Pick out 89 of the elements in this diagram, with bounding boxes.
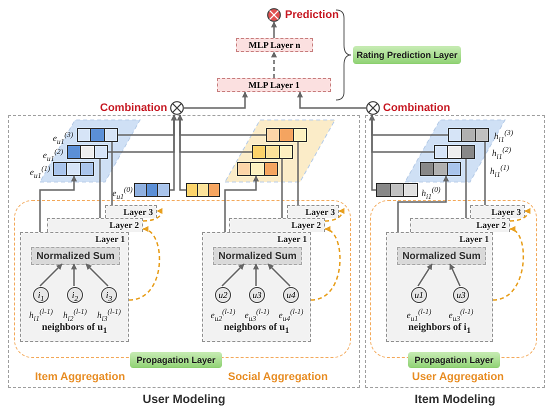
embedding-bar — [266, 128, 307, 142]
arrow — [224, 175, 259, 232]
embedding-bar — [67, 145, 108, 159]
arrow — [71, 263, 77, 286]
layer-label: Layer 1 — [277, 234, 307, 245]
layer-tag: Propagation Layer — [408, 352, 500, 368]
section-label: Item Aggregation — [35, 371, 126, 383]
layer-label: Layer 2 — [476, 220, 506, 231]
layer-card — [105, 205, 157, 218]
layer-card — [229, 218, 325, 232]
embedding-bar — [134, 183, 170, 197]
embedding-bar — [77, 128, 118, 142]
mlp-layer-box: MLP Layer 1 — [217, 78, 331, 92]
arrow — [221, 263, 245, 287]
arrow — [271, 51, 277, 78]
neighbor-node: i$_{1}$ — [33, 287, 49, 303]
arrow — [128, 227, 160, 301]
mlp-layer-box: MLP Layer n — [236, 38, 313, 52]
connector-line — [99, 159, 101, 218]
arrow — [310, 228, 341, 301]
sum-box: Normalized Sum — [213, 247, 302, 265]
neighbor-node: u3 — [249, 287, 265, 303]
step-label: Combination — [100, 101, 168, 115]
group-label: neighbors of u$_{1}$ — [40, 322, 108, 337]
embedding-bar — [448, 128, 489, 142]
embedding-bar — [420, 162, 461, 176]
layer-label: Layer 3 — [123, 207, 153, 218]
arrow — [253, 263, 259, 286]
embedding-bar — [53, 162, 94, 176]
embedding-bar — [252, 145, 293, 159]
arrow — [118, 114, 177, 136]
section-label: User Aggregation — [412, 371, 504, 383]
arrow — [510, 208, 531, 222]
combine-icon — [170, 101, 184, 115]
group-label: neighbors of i$_{1}$ — [407, 322, 472, 337]
layer-card — [410, 218, 510, 232]
layer-tag: Rating Prediction Layer — [353, 46, 461, 64]
layer-label: Layer 3 — [491, 207, 521, 218]
panel-title: User Modeling — [142, 392, 226, 406]
arrow — [85, 263, 109, 287]
layer-label: Layer 2 — [291, 220, 321, 231]
neighbor-node: u1 — [411, 287, 427, 303]
arrow — [184, 91, 248, 109]
arrow — [267, 263, 291, 287]
layer-label: Layer 3 — [305, 207, 335, 218]
sum-box: Normalized Sum — [397, 247, 486, 265]
layer-card — [470, 205, 525, 218]
embedding-bar — [237, 162, 278, 176]
connector-line — [465, 159, 467, 218]
arrow — [449, 263, 461, 286]
neighbor-node: u2 — [215, 287, 231, 303]
prediction-icon — [267, 8, 281, 22]
combine-icon — [366, 101, 380, 115]
embedding-bar — [186, 183, 220, 197]
embedding-bar — [434, 145, 475, 159]
arrow — [39, 263, 63, 287]
neighbor-node: u3 — [453, 287, 469, 303]
layer-label: Layer 1 — [95, 234, 125, 245]
section-label: Social Aggregation — [228, 371, 328, 383]
layer-card — [202, 232, 311, 342]
arrow — [39, 175, 77, 232]
arrow — [324, 208, 345, 222]
neighbor-node: u4 — [283, 287, 299, 303]
layer-card — [386, 232, 493, 342]
panel-title: Item Modeling — [414, 392, 496, 406]
arrow — [397, 175, 449, 232]
arrow — [369, 114, 448, 136]
layer-card — [287, 205, 339, 218]
arrow — [297, 91, 366, 109]
connector-line — [111, 142, 113, 205]
neighbor-node: i$_{3}$ — [101, 287, 117, 303]
layer-tag: Propagation Layer — [130, 352, 222, 368]
step-label: Prediction — [285, 8, 340, 23]
group-label: neighbors of u$_{1}$ — [222, 322, 290, 337]
sum-box: Normalized Sum — [31, 247, 120, 265]
arrow — [417, 264, 433, 286]
arrow — [271, 21, 277, 38]
arrow — [142, 208, 163, 222]
connector-line — [484, 142, 486, 205]
arrow — [492, 228, 524, 301]
connector-line — [297, 142, 299, 205]
layer-label: Layer 1 — [459, 234, 489, 245]
embedding-bar — [376, 183, 418, 197]
neighbor-node: i$_{2}$ — [67, 287, 83, 303]
connector-line — [281, 159, 283, 218]
layer-card — [47, 218, 143, 232]
layer-label: Layer 2 — [109, 220, 139, 231]
step-label: Combination — [383, 101, 452, 115]
layer-card — [20, 232, 129, 342]
